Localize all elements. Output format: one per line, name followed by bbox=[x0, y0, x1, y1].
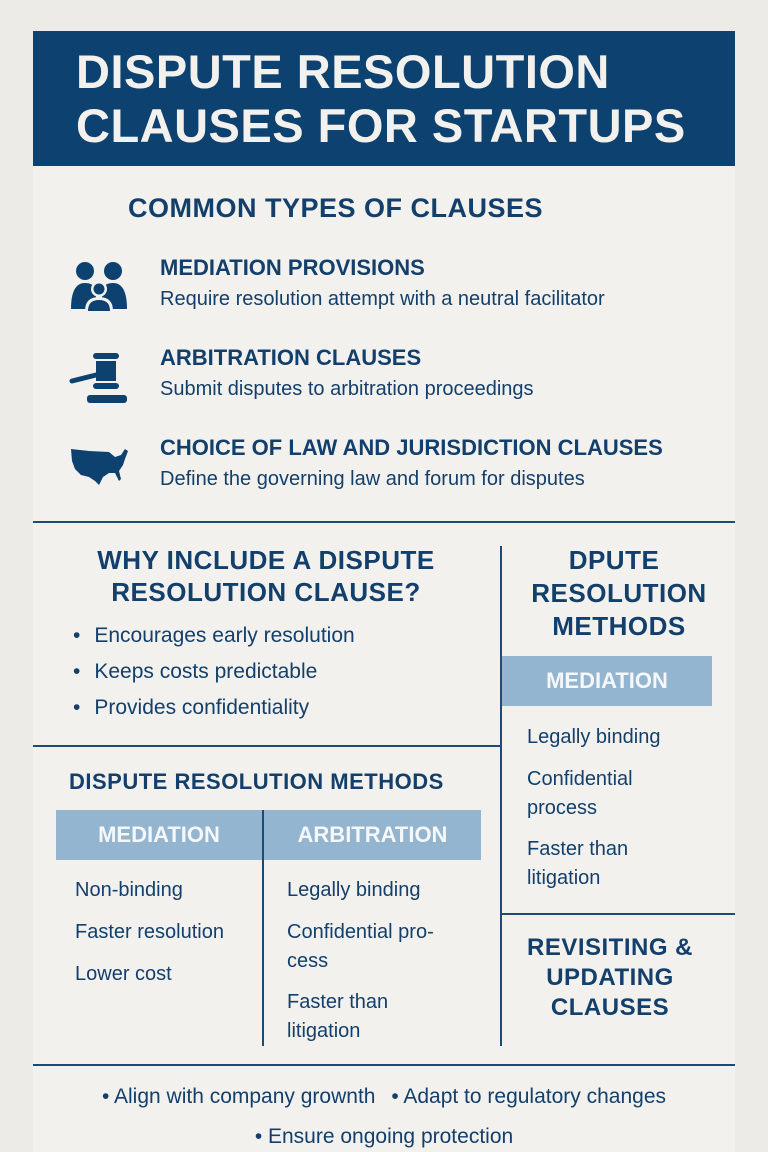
revisiting-bullets-row1: • Align with company grownth • Adapt to … bbox=[33, 1085, 735, 1109]
title-line-1: WHY INCLUDE A DISPUTE bbox=[97, 545, 435, 575]
list-item: Provides confidentiality bbox=[73, 690, 355, 726]
title-line-1: DISPUTE RESOLUTION bbox=[76, 45, 610, 98]
divider bbox=[33, 1064, 735, 1066]
list-item: Align with company grownth bbox=[114, 1085, 376, 1108]
title-line-2: UPDATING bbox=[546, 964, 674, 991]
title-line-3: METHODS bbox=[552, 611, 686, 641]
divider bbox=[500, 546, 502, 1046]
table-header-mediation: MEDIATION bbox=[56, 810, 262, 860]
title-line-2: RESOLUTION bbox=[531, 578, 707, 608]
clause-name: ARBITRATION CLAUSES bbox=[160, 345, 422, 370]
title-line-2: RESOLUTION CLAUSE? bbox=[111, 577, 421, 607]
clause-description: Require resolution attempt with a neutra… bbox=[160, 288, 605, 310]
divider bbox=[33, 521, 735, 523]
title-line-3: CLAUSES bbox=[550, 994, 670, 1021]
table-cell: Faster resolution bbox=[75, 921, 224, 943]
header-banner: DISPUTE RESOLUTION CLAUSES FOR STARTUPS bbox=[33, 31, 735, 166]
divider bbox=[33, 745, 501, 747]
side-methods-title: DPUTE RESOLUTION METHODS bbox=[503, 544, 735, 643]
list-item: Encourages early resolution bbox=[73, 618, 354, 654]
side-method-item: Confidential process bbox=[527, 768, 633, 819]
side-method-item: Faster than litigation bbox=[527, 838, 629, 889]
list-item: Adapt to regulatory changes bbox=[403, 1085, 667, 1108]
clause-name: MEDIATION PROVISIONS bbox=[160, 255, 425, 280]
us-map-icon bbox=[71, 449, 128, 485]
table-cell: Legally binding bbox=[287, 879, 421, 901]
table-header-arbitration: ARBITRATION bbox=[264, 810, 481, 860]
table-cell: Non-binding bbox=[75, 879, 183, 901]
clause-name: CHOICE OF LAW AND JURISDICTION CLAUSES bbox=[160, 435, 663, 460]
why-include-list: Encourages early resolution Keeps costs … bbox=[73, 618, 355, 726]
table-divider bbox=[262, 810, 264, 1046]
list-item: Keeps costs predictable bbox=[73, 654, 355, 690]
bullet-dot: • bbox=[391, 1085, 404, 1108]
list-item: Ensure ongoing protection bbox=[268, 1125, 514, 1148]
bullet-dot: • bbox=[254, 1125, 268, 1148]
side-mediation-header: MEDIATION bbox=[502, 656, 712, 706]
page-title: DISPUTE RESOLUTION CLAUSES FOR STARTUPS bbox=[76, 45, 686, 153]
divider bbox=[501, 913, 735, 915]
side-method-item: Legally binding bbox=[527, 726, 661, 748]
why-include-title: WHY INCLUDE A DISPUTE RESOLUTION CLAUSE? bbox=[71, 544, 461, 608]
clause-description: Submit disputes to arbitration proceedin… bbox=[160, 378, 534, 400]
title-line-2: CLAUSES FOR STARTUPS bbox=[76, 99, 686, 152]
title-line-1: DPUTE bbox=[568, 545, 660, 575]
table-cell: Confidential pro-cess bbox=[287, 921, 434, 972]
clause-description: Define the governing law and forum for d… bbox=[160, 468, 585, 490]
revisiting-title: REVISITING & UPDATING CLAUSES bbox=[503, 933, 717, 1023]
revisiting-bullets-row2: • Ensure ongoing protection bbox=[33, 1125, 735, 1149]
title-line-1: REVISITING & bbox=[526, 934, 694, 961]
table-cell: Faster than litigation bbox=[287, 991, 389, 1042]
people-icon bbox=[71, 262, 127, 311]
infographic-card: DISPUTE RESOLUTION CLAUSES FOR STARTUPS … bbox=[33, 31, 735, 1152]
table-cell: Lower cost bbox=[75, 963, 172, 985]
common-types-title: COMMON TYPES OF CLAUSES bbox=[128, 193, 544, 223]
bullet-dot: • bbox=[101, 1085, 114, 1108]
gavel-icon bbox=[69, 353, 127, 403]
methods-table-title: DISPUTE RESOLUTION METHODS bbox=[69, 769, 444, 794]
